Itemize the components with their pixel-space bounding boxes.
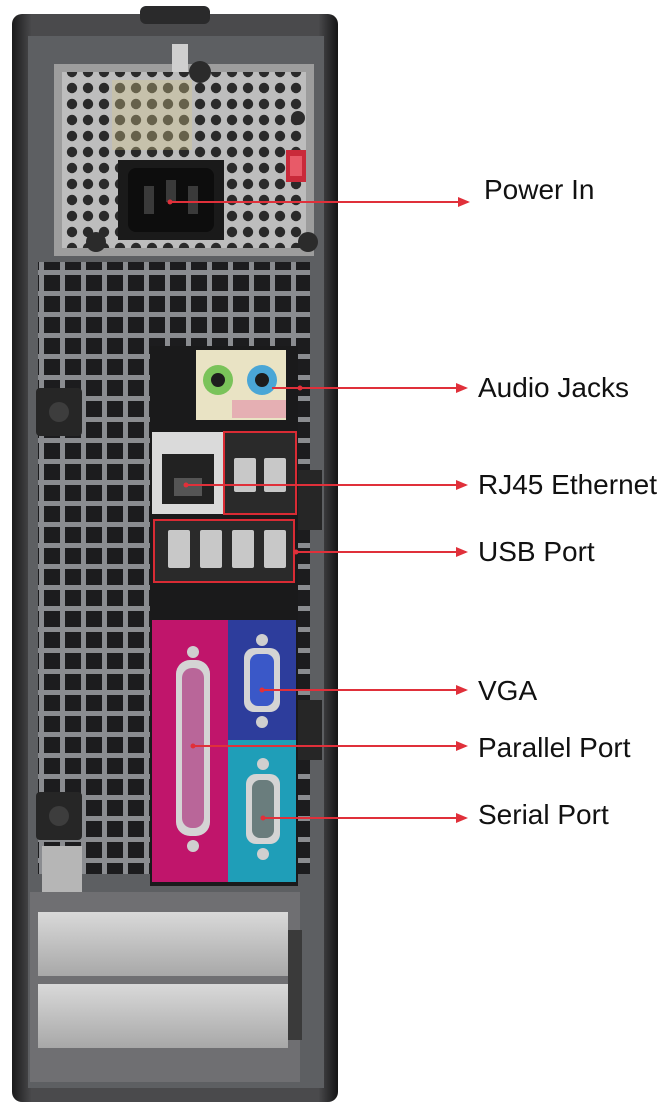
callout-anchor-vga (259, 687, 265, 693)
network-icon (152, 432, 224, 514)
callout-anchor-audio-jacks (297, 385, 303, 391)
callout-arrowhead-power-in (458, 197, 470, 207)
vga-port (228, 620, 296, 740)
callout-lines (167, 197, 470, 823)
callout-anchor-parallel-port (190, 743, 196, 749)
callout-label-usb-port: USB Port (478, 536, 595, 567)
callout-anchor-power-in (167, 199, 173, 205)
callout-arrowhead-serial-port (456, 813, 468, 823)
callout-anchor-serial-port (260, 815, 266, 821)
callout-label-serial-port: Serial Port (478, 799, 609, 830)
callout-label-audio-jacks: Audio Jacks (478, 372, 629, 403)
callout-label-parallel-port: Parallel Port (478, 732, 631, 763)
callout-arrowhead-vga (456, 685, 468, 695)
case-latches (36, 388, 322, 896)
pc-rear-illustration (12, 6, 470, 1102)
audio-jacks-panel (196, 350, 286, 420)
callout-arrowhead-parallel-port (456, 741, 468, 751)
serial-port (228, 740, 296, 882)
callout-arrowhead-rj45-ethernet (456, 480, 468, 490)
callout-label-vga: VGA (478, 675, 538, 706)
callout-label-power-in: Power In (484, 174, 595, 205)
callout-anchor-rj45-ethernet (183, 482, 189, 488)
callout-anchor-usb-port (293, 549, 299, 555)
pc-rear-panel-diagram: Power In Audio Jacks RJ45 Ethernet USB P… (12, 6, 657, 1102)
parallel-port (152, 620, 228, 882)
usb-icon (153, 431, 297, 583)
callout-arrowhead-audio-jacks (456, 383, 468, 393)
expansion-slots (30, 892, 302, 1082)
callout-label-rj45-ethernet: RJ45 Ethernet (478, 469, 657, 500)
callout-arrowhead-usb-port (456, 547, 468, 557)
